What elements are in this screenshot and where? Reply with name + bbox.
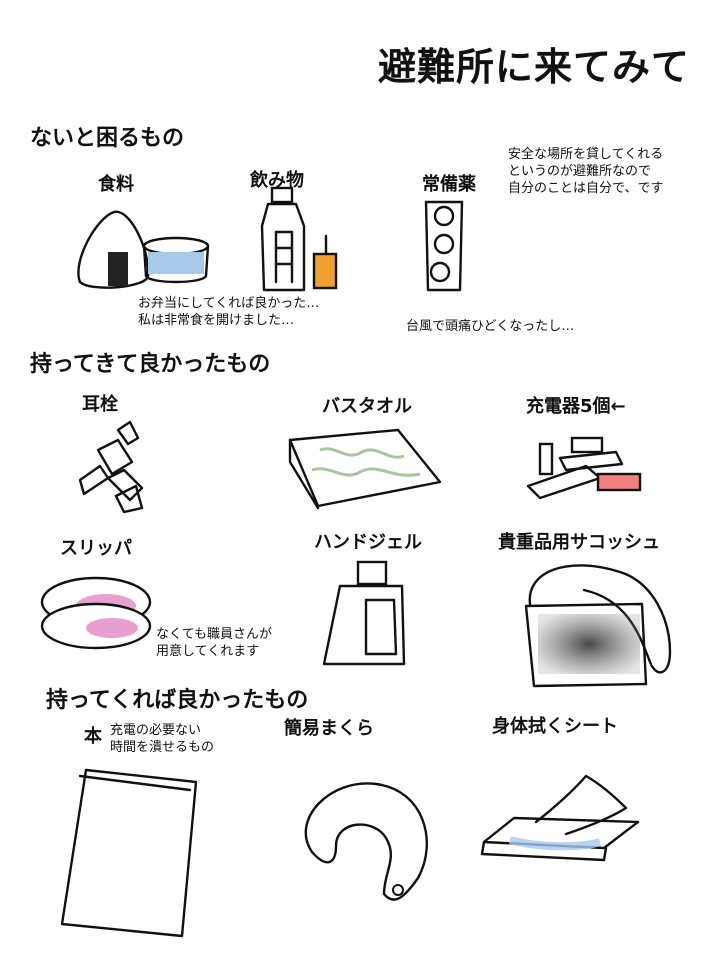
hand-gel-bottle-icon — [322, 560, 406, 666]
note-typhoon-headache: 台風で頭痛ひどくなったし… — [406, 319, 575, 334]
item-label-book: 本 — [84, 726, 102, 747]
item-label-body-wipes: 身体拭くシート — [492, 716, 618, 737]
note-slippers-provided: なくても職員さんが 用意してくれます — [156, 627, 272, 659]
bath-towel-icon — [288, 428, 442, 510]
section-heading-must-have: ないと困るもの — [30, 126, 185, 151]
item-label-sacoche: 貴重品用サコッシュ — [498, 532, 660, 553]
earplugs-icon — [78, 420, 144, 514]
item-label-earplugs: 耳栓 — [82, 394, 118, 415]
sacoche-bag-icon — [524, 564, 672, 688]
item-label-medicine: 常備薬 — [422, 174, 476, 195]
item-label-slippers: スリッパ — [60, 538, 132, 559]
neck-pillow-icon — [304, 782, 428, 901]
page-title: 避難所に来てみて — [378, 45, 691, 89]
book-icon — [60, 768, 198, 938]
pill-blister-pack-icon — [424, 200, 464, 292]
item-label-hand-gel: ハンドジェル — [314, 532, 422, 553]
section-heading-wish-brought: 持ってくれば良かったもの — [46, 688, 309, 713]
note-food-bento: お弁当にしてくれば良かった… 私は非常食を開けました… — [138, 296, 320, 328]
chargers-icon — [526, 436, 642, 500]
item-label-drinks: 飲み物 — [250, 170, 304, 191]
item-label-food: 食料 — [98, 174, 134, 195]
item-label-neck-pillow: 簡易まくら — [284, 718, 374, 739]
note-book-pass-time: 充電の必要ない 時間を潰せるもの — [110, 723, 215, 755]
slippers-icon — [40, 576, 152, 650]
note-shelter-self-reliance: 安全な場所を貸してくれる というのが避難所なので 自分のことは自分で、です — [508, 147, 664, 196]
body-wipes-icon — [480, 774, 640, 862]
item-label-chargers: 充電器5個← — [526, 396, 626, 417]
item-label-bath-towel: バスタオル — [322, 396, 412, 417]
section-heading-glad-brought: 持ってきて良かったもの — [30, 352, 271, 377]
water-bottle-and-juice-box-icon — [260, 186, 338, 292]
onigiri-and-canned-food-icon — [77, 210, 210, 289]
